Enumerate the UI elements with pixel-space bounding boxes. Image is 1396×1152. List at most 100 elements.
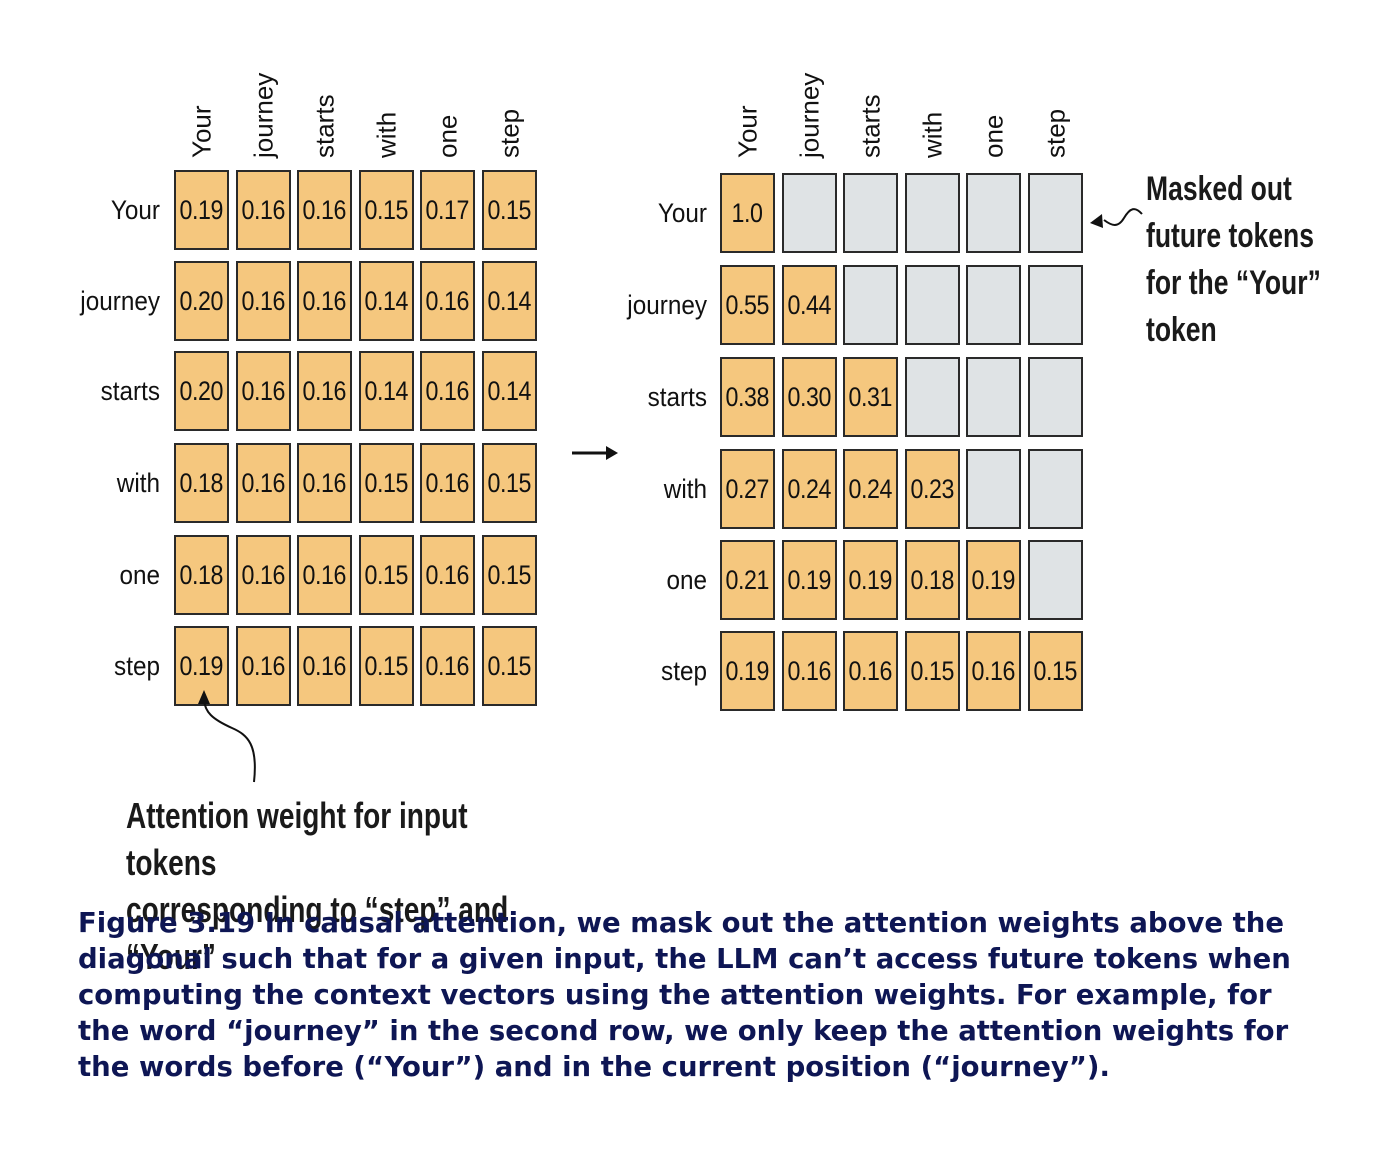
masked-cell — [1027, 449, 1083, 529]
masked-cell — [966, 173, 1021, 253]
figure-number: Figure 3.19 — [78, 907, 256, 939]
weight-value: 0.23 — [910, 473, 954, 504]
weight-cell: 0.16 — [297, 351, 352, 431]
weight-cell: 0.21 — [720, 540, 775, 620]
weight-cell: 0.24 — [781, 449, 837, 529]
row-label-with: with — [116, 468, 160, 498]
weight-value: 0.16 — [302, 194, 347, 225]
weight-cell: 0.16 — [235, 351, 291, 431]
weight-value: 0.15 — [910, 655, 954, 686]
weight-cell: 0.15 — [904, 631, 960, 711]
weight-value: 0.18 — [179, 559, 224, 590]
weight-cell: 0.16 — [297, 535, 352, 615]
weight-cell: 0.30 — [781, 357, 837, 437]
weight-value: 0.19 — [179, 650, 224, 681]
weight-cell: 0.38 — [720, 357, 775, 437]
row-label-step: step — [114, 651, 160, 681]
weight-cell: 0.19 — [966, 540, 1021, 620]
weight-value: 0.19 — [179, 194, 224, 225]
weight-cell: 0.18 — [174, 443, 229, 523]
weight-cell: 0.14 — [481, 351, 537, 431]
masked-out-note: Masked out future tokens for the “Your” … — [1146, 166, 1333, 354]
weight-value: 0.18 — [179, 467, 224, 498]
pointer-arrowhead — [1090, 214, 1103, 228]
row-label-journey: journey — [627, 290, 707, 320]
weight-cell: 0.15 — [358, 626, 414, 706]
row-label-starts: starts — [100, 376, 160, 406]
weight-cell: 0.15 — [481, 443, 537, 523]
masked-cell — [904, 265, 960, 345]
weight-value: 0.19 — [848, 564, 893, 595]
weight-cell: 0.16 — [235, 443, 291, 523]
row-label-Your: Your — [657, 198, 707, 228]
weight-value: 0.16 — [425, 285, 470, 316]
weight-value: 0.16 — [971, 655, 1016, 686]
weight-cell: 0.16 — [235, 535, 291, 615]
weight-cell: 0.16 — [235, 626, 291, 706]
attention-weight-note: Attention weight for input tokens corres… — [126, 792, 563, 980]
weight-value: 0.15 — [1033, 655, 1077, 686]
masked-cell — [966, 265, 1021, 345]
weight-value: 0.16 — [302, 650, 347, 681]
masked-cell — [843, 173, 898, 253]
note-line: future tokens — [1146, 217, 1314, 255]
weight-value: 0.16 — [302, 285, 347, 316]
weight-cell: 0.14 — [358, 261, 414, 341]
weight-cell: 0.19 — [843, 540, 898, 620]
weight-cell: 0.16 — [235, 261, 291, 341]
weight-value: 0.16 — [241, 194, 285, 225]
masked-cell — [1027, 173, 1083, 253]
weight-value: 0.15 — [487, 559, 531, 590]
weight-cell: 0.27 — [720, 449, 775, 529]
masked-cell — [1027, 540, 1083, 620]
weight-value: 0.14 — [364, 375, 408, 406]
weight-cell: 0.16 — [420, 261, 475, 341]
weight-cell: 0.17 — [420, 170, 475, 250]
row-label-with: with — [663, 474, 707, 504]
weight-value: 0.27 — [725, 473, 770, 504]
weight-cell: 0.16 — [843, 631, 898, 711]
weight-value: 0.15 — [364, 650, 408, 681]
weight-cell: 1.0 — [720, 173, 775, 253]
weight-value: 0.16 — [302, 467, 347, 498]
weight-value: 0.30 — [787, 381, 831, 412]
weight-value: 0.16 — [241, 650, 285, 681]
note-line: Masked out — [1146, 170, 1292, 208]
weight-cell: 0.15 — [358, 443, 414, 523]
weight-value: 0.24 — [787, 473, 831, 504]
weight-value: 0.14 — [487, 375, 531, 406]
weight-cell: 0.23 — [904, 449, 960, 529]
weight-cell: 0.16 — [235, 170, 291, 250]
weight-value: 0.14 — [364, 285, 408, 316]
pointer-to-masked-row — [1103, 208, 1143, 226]
weight-value: 0.16 — [425, 650, 470, 681]
weight-value: 0.16 — [425, 375, 470, 406]
weight-cell: 0.15 — [481, 535, 537, 615]
note-line: token — [1146, 311, 1217, 349]
weight-cell: 0.19 — [781, 540, 837, 620]
weight-value: 0.16 — [241, 467, 285, 498]
row-label-one: one — [119, 560, 160, 590]
weight-cell: 0.55 — [720, 265, 775, 345]
weight-cell: 0.15 — [358, 170, 414, 250]
weight-cell: 0.15 — [358, 535, 414, 615]
weight-value: 0.19 — [725, 655, 770, 686]
weight-cell: 0.16 — [297, 170, 352, 250]
weight-value: 0.16 — [302, 375, 347, 406]
row-label-starts: starts — [647, 382, 707, 412]
masked-cell — [1027, 357, 1083, 437]
pointer-arrowhead — [198, 690, 210, 704]
weight-cell: 0.18 — [174, 535, 229, 615]
weight-value: 0.17 — [425, 194, 470, 225]
weight-value: 0.19 — [971, 564, 1016, 595]
weight-value: 0.16 — [425, 467, 470, 498]
weight-cell: 0.31 — [843, 357, 898, 437]
masked-cell — [966, 357, 1021, 437]
weight-value: 0.24 — [848, 473, 893, 504]
weight-cell: 0.16 — [297, 626, 352, 706]
row-label-journey: journey — [80, 286, 160, 316]
weight-value: 0.21 — [725, 564, 770, 595]
weight-value: 0.15 — [487, 467, 531, 498]
weight-cell: 0.18 — [904, 540, 960, 620]
weight-cell: 0.15 — [1027, 631, 1083, 711]
